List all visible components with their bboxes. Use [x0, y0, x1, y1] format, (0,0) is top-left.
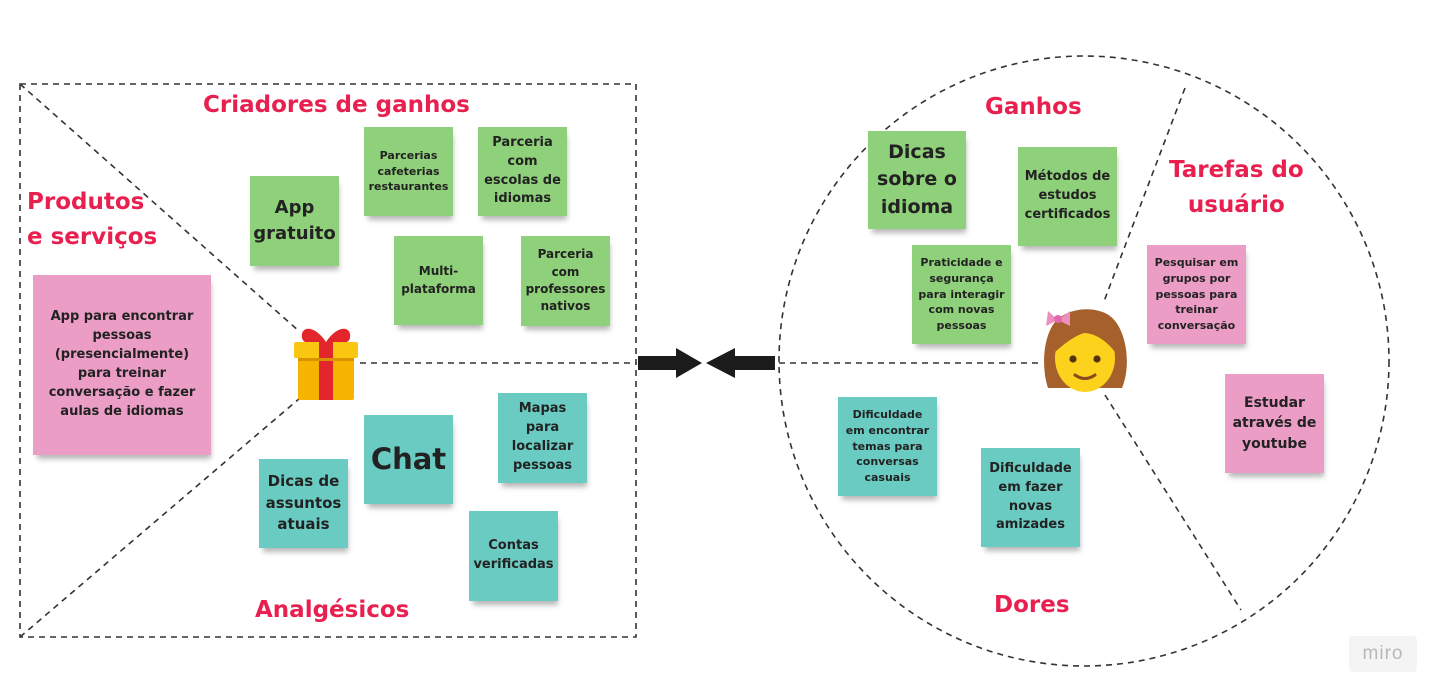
sticky-note[interactable]: Parcerias cafeterias restaurantes — [364, 127, 453, 216]
sticky-note[interactable]: Multi- plataforma — [394, 236, 483, 325]
sticky-note[interactable]: Métodos de estudos certificados — [1018, 147, 1117, 246]
sticky-note[interactable]: Parceria com professores nativos — [521, 236, 610, 326]
miro-watermark: miro — [1349, 636, 1417, 672]
sticky-note[interactable]: Pesquisar em grupos por pessoas para tre… — [1147, 245, 1246, 344]
sticky-note[interactable]: Dificuldade em encontrar temas para conv… — [838, 397, 937, 496]
arrow-left-icon — [706, 348, 775, 378]
customer-profile-frame — [778, 55, 1390, 667]
value-map-divider-top — [19, 83, 301, 333]
value-map-frame — [19, 83, 637, 638]
customer-profile-divider-bottom — [1104, 394, 1242, 611]
sticky-note[interactable]: Chat — [364, 415, 453, 504]
title-gains: Ganhos — [985, 94, 1082, 120]
sticky-note[interactable]: Dicas sobre o idioma — [868, 131, 966, 229]
arrow-right-icon — [638, 348, 702, 378]
sticky-note[interactable]: Praticidade e segurança para interagir c… — [912, 245, 1011, 344]
gift-icon — [294, 328, 358, 400]
sticky-note[interactable]: Dicas de assuntos atuais — [259, 459, 348, 548]
customer-profile-divider-top — [1102, 87, 1186, 305]
sticky-note[interactable]: Contas verificadas — [469, 511, 558, 601]
sticky-note[interactable]: Dificuldade em fazer novas amizades — [981, 448, 1080, 547]
sticky-note[interactable]: Mapas para localizar pessoas — [498, 393, 587, 483]
sticky-note[interactable]: Parceria com escolas de idiomas — [478, 127, 567, 216]
sticky-note[interactable]: App gratuito — [250, 176, 339, 266]
girl-avatar-icon — [1044, 309, 1127, 392]
title-gain-creators: Criadores de ganhos — [203, 92, 470, 118]
title-pains: Dores — [994, 592, 1070, 618]
sticky-note[interactable]: App para encontrar pessoas (presencialme… — [33, 275, 211, 455]
title-customer-jobs: Tarefas do usuário — [1169, 157, 1304, 218]
title-products-services: Produtos e serviços — [27, 189, 158, 250]
title-pain-relievers: Analgésicos — [255, 597, 410, 623]
sticky-note[interactable]: Estudar através de youtube — [1225, 374, 1324, 473]
